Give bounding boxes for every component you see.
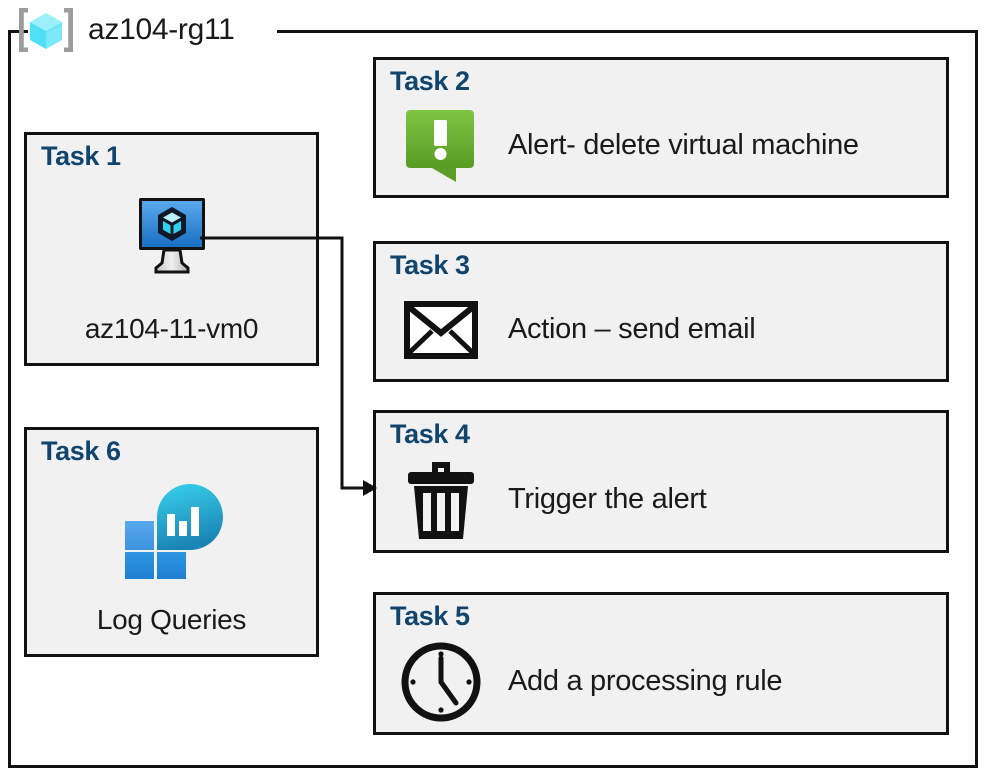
task-2-title: Task 2	[390, 66, 470, 96]
trash-can-icon	[408, 461, 474, 539]
resource-group-frame	[8, 30, 978, 768]
virtual-machine-icon	[138, 198, 205, 274]
task-3-title: Task 3	[390, 250, 470, 280]
resource-group-border-top-right	[277, 30, 978, 33]
task-6-label: Log Queries	[96, 604, 247, 635]
task-4-icon-wrap	[398, 461, 484, 539]
task-2-row: Alert- delete virtual machine	[398, 104, 932, 187]
task-card-task-1[interactable]: Task 1	[24, 132, 319, 366]
alert-exclamation-bubble-icon	[406, 109, 474, 182]
task-2-icon-wrap	[398, 109, 484, 182]
clock-icon	[401, 642, 481, 721]
resource-group-name: az104-rg11	[88, 13, 235, 46]
task-1-label: az104-11-vm0	[84, 313, 259, 344]
envelope-icon	[404, 300, 478, 359]
resource-group-cube-icon	[19, 8, 73, 52]
resource-group-header: az104-rg11	[14, 4, 235, 56]
resource-group-border-top-left	[8, 30, 28, 33]
task-1-icon-wrap	[27, 187, 316, 283]
task-4-row: Trigger the alert	[398, 457, 932, 542]
task-3-label: Action – send email	[508, 313, 756, 345]
task-4-label: Trigger the alert	[508, 483, 707, 515]
log-analytics-icon	[124, 484, 223, 579]
task-6-title: Task 6	[41, 436, 121, 466]
task-3-icon-wrap	[398, 295, 484, 365]
task-card-task-5[interactable]: Task 5 Add a processing rule	[373, 592, 949, 735]
task-6-icon-wrap	[27, 482, 316, 579]
task-card-task-6[interactable]: Task 6	[24, 427, 319, 657]
task-card-task-3[interactable]: Task 3 Action – send email	[373, 241, 949, 382]
task-3-row: Action – send email	[398, 288, 932, 371]
task-5-icon-wrap	[398, 642, 484, 721]
task-5-label: Add a processing rule	[508, 665, 783, 697]
task-5-row: Add a processing rule	[398, 639, 932, 724]
task-1-title: Task 1	[41, 141, 121, 171]
task-2-label: Alert- delete virtual machine	[508, 129, 859, 161]
task-card-task-2[interactable]: Task 2 Alert- delete virtual machin	[373, 57, 949, 198]
task-4-title: Task 4	[390, 419, 470, 449]
task-card-task-4[interactable]: Task 4 Trigger the alert	[373, 410, 949, 553]
task-5-title: Task 5	[390, 601, 470, 631]
